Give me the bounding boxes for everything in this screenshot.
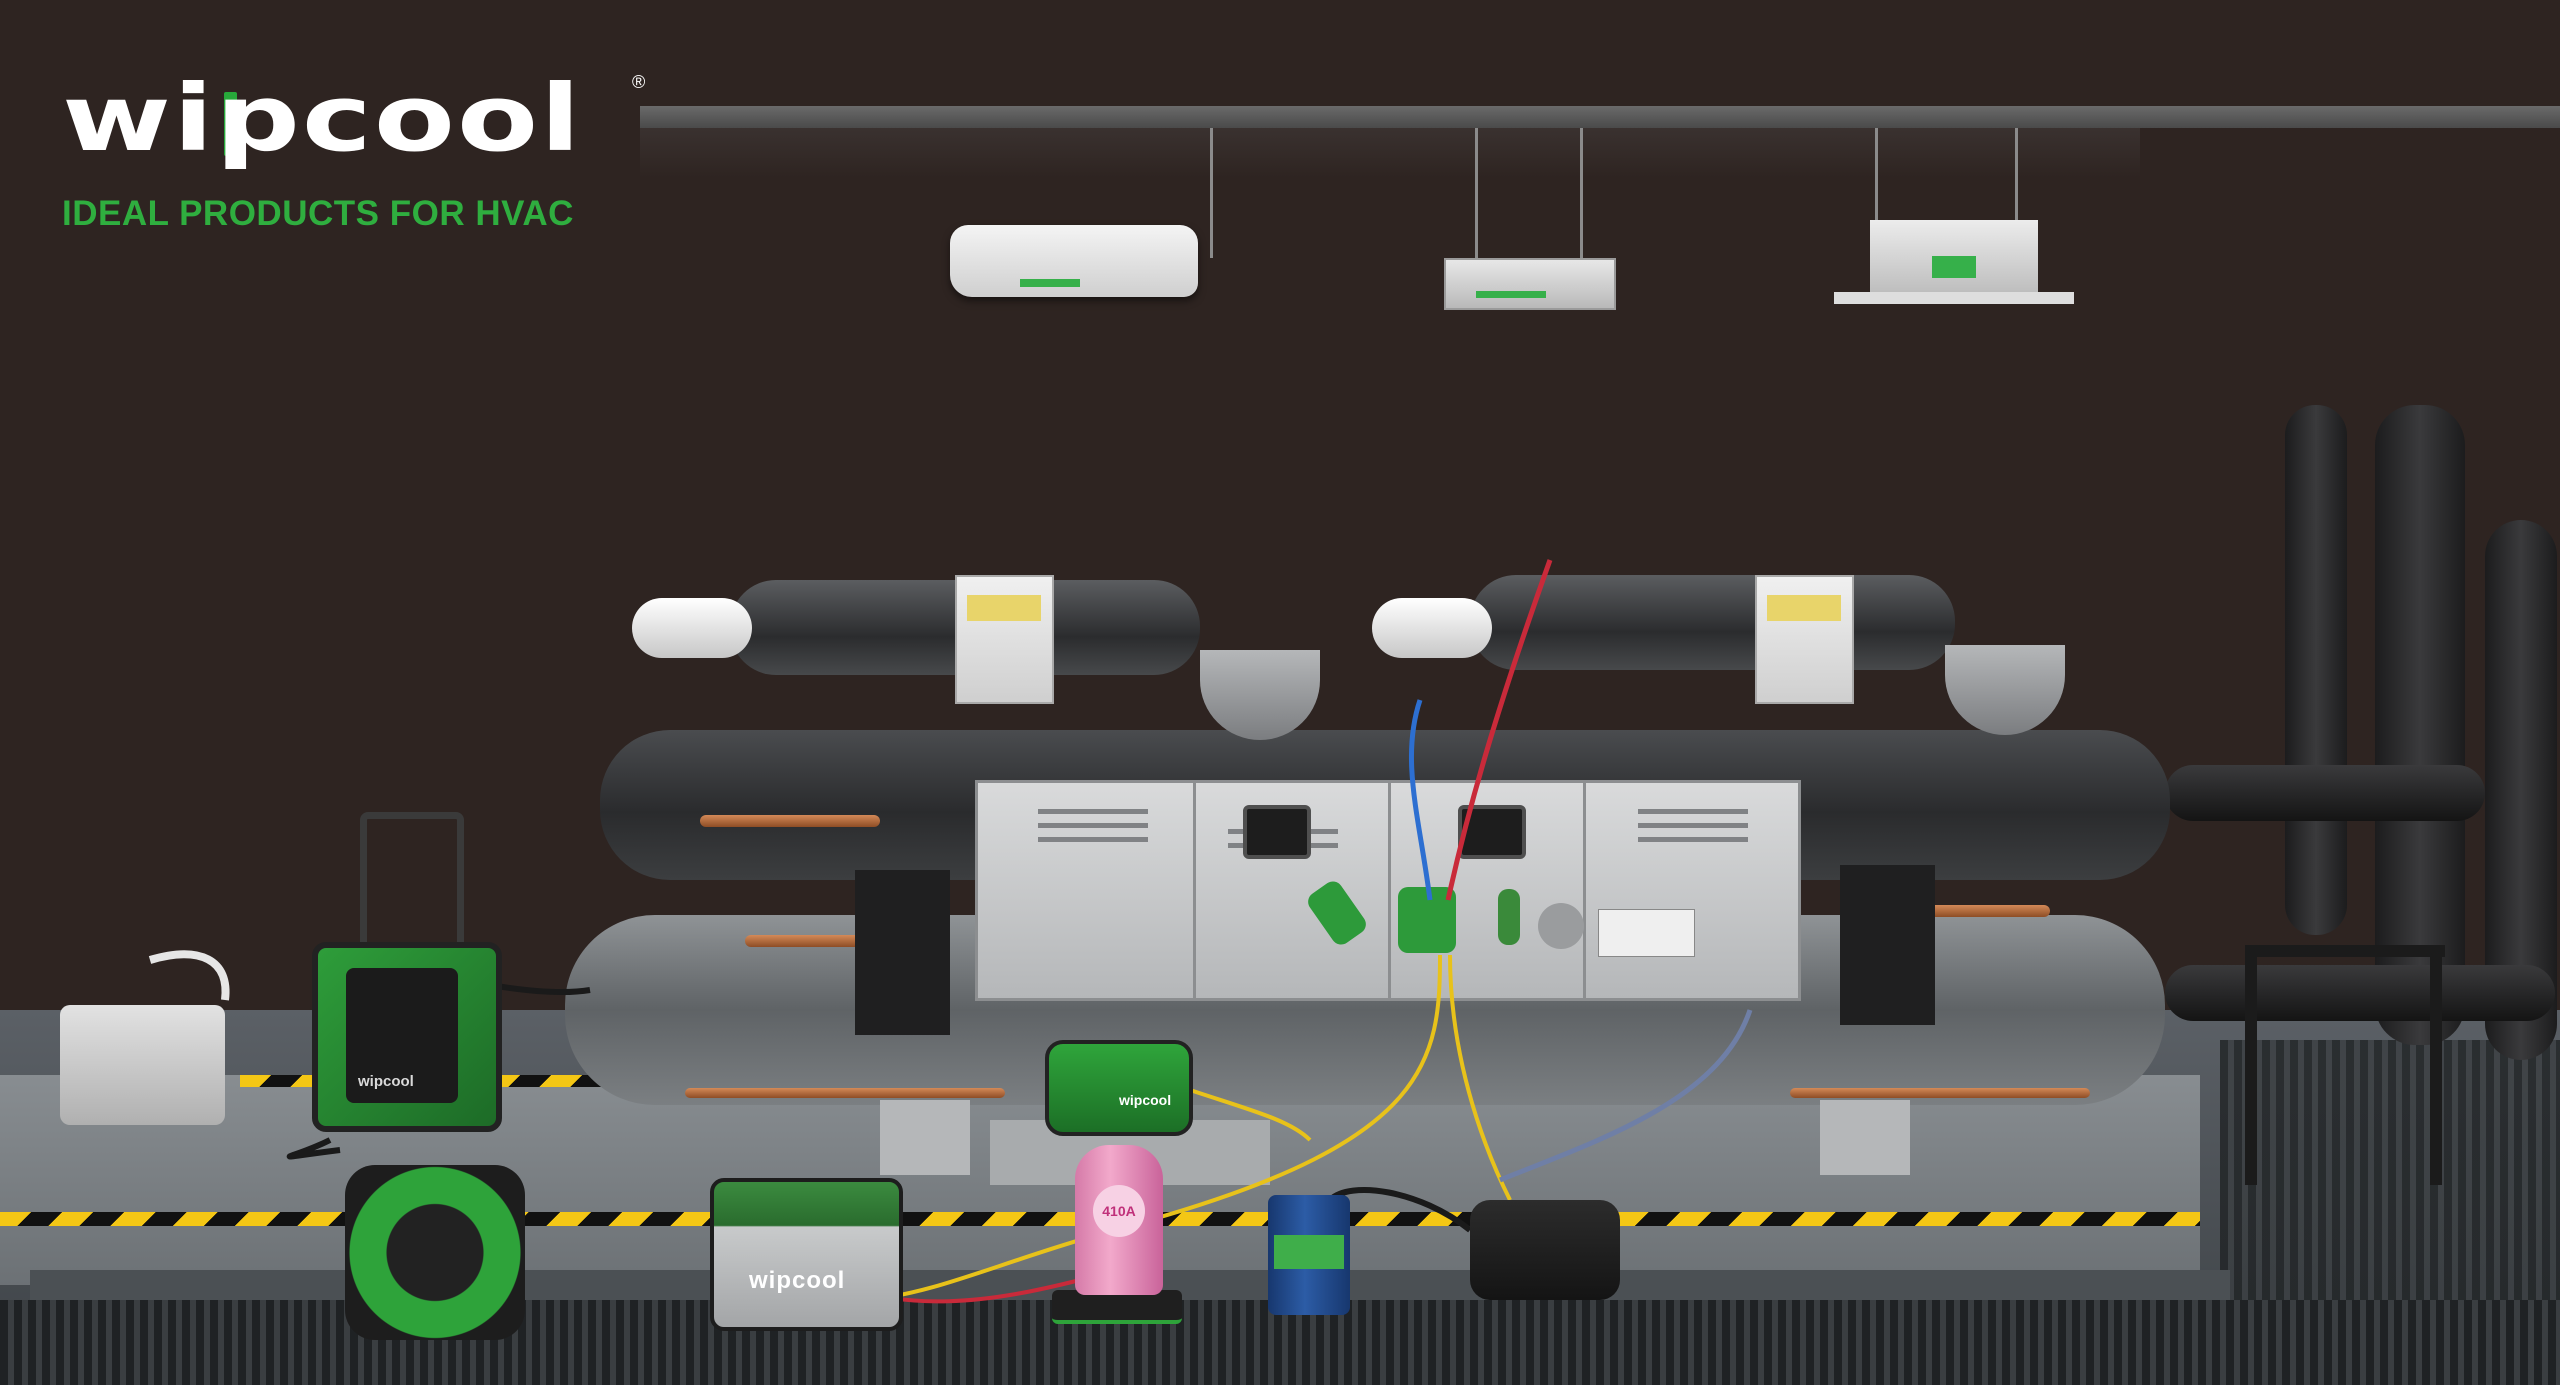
cassette-plate [1834,292,2074,304]
panel-emblem [1538,903,1584,949]
copper-line [745,935,885,947]
panel-vent [1038,837,1148,842]
refrigerant-scale [1052,1290,1182,1324]
hanger-rod [1580,128,1583,258]
vacuum-pump: wipcool [1045,1040,1193,1136]
oil-can [1268,1195,1350,1315]
compressor-terminal-box [955,575,1054,704]
panel-vent [1038,823,1148,828]
brand-tagline: IDEAL PRODUCTS FOR HVAC [62,194,574,233]
oil-separator [1840,865,1935,1025]
cylinder-label: 410A [1093,1185,1145,1237]
compressor-inlet [632,598,752,658]
warning-label [967,595,1041,621]
compressor-right [1470,575,1955,670]
oil-charging-pump [1470,1200,1620,1300]
nameplate [1598,909,1695,957]
vacuum-pump-brand-label: wipcool [1119,1092,1172,1108]
floor-grate [2220,1040,2560,1300]
chiller-display [1243,805,1311,859]
panel-divider [1583,783,1586,998]
hanger-rod [1475,128,1478,258]
ceiling-rail-shadow [640,128,2140,178]
wall-unit-bracket [1210,128,1213,258]
chiller-control-panel [975,780,1801,1001]
brand-block: wipcool ® IDEAL PRODUCTS FOR HVAC [62,64,662,233]
panel-vent [1638,837,1748,842]
panel-vent [1038,809,1148,814]
flushing-unit: wipcool [312,942,502,1132]
drain-pump [345,1165,525,1340]
chiller-support-leg [1820,1100,1910,1175]
green-trim [1476,291,1546,298]
oil-separator [855,870,950,1035]
flush-unit-face [346,968,458,1103]
copper-line [1900,905,2050,917]
compressor-inlet [1372,598,1492,658]
chiller-display [1458,805,1526,859]
copper-line [700,815,880,827]
horizontal-pipe [2165,965,2555,1021]
copper-line [1790,1088,2090,1098]
green-trim [1932,256,1976,278]
vertical-pipe [2375,405,2465,1045]
hanger-rod [2015,128,2018,223]
flush-unit-brand-label: wipcool [358,1073,414,1090]
ceiling-rail [640,106,2560,128]
leak-detector-icon [1498,889,1520,945]
panel-divider [1193,783,1196,998]
refrigerant-recovery-machine: wipcool [710,1178,903,1331]
trolley-handle [360,812,464,954]
warning-label [1767,595,1841,621]
oil-can-label [1274,1235,1344,1269]
copper-line [685,1088,1005,1098]
ducted-ac-unit [1444,258,1616,310]
steel-frame [2245,945,2257,1185]
logo-accent-bar [224,92,237,156]
green-trim [1020,279,1080,287]
recovery-brand-label: wipcool [749,1267,846,1294]
panel-vent [1638,823,1748,828]
panel-vent [1638,809,1748,814]
cassette-ac-unit [1834,220,2074,304]
compressor-terminal-box [1755,575,1854,704]
hanger-rod [1875,128,1878,223]
steel-frame [2245,945,2445,957]
horizontal-pipe [2165,765,2485,821]
brand-logo: wipcool [62,64,583,172]
wall-mounted-ac-unit [950,225,1198,297]
chiller-support-leg [880,1100,970,1175]
vertical-pipe [2285,405,2347,935]
registered-mark: ® [632,72,646,92]
refrigerant-cylinder: 410A [1075,1145,1163,1295]
water-tank [60,1005,225,1125]
panel-divider [1388,783,1391,998]
steel-frame [2430,945,2442,1185]
